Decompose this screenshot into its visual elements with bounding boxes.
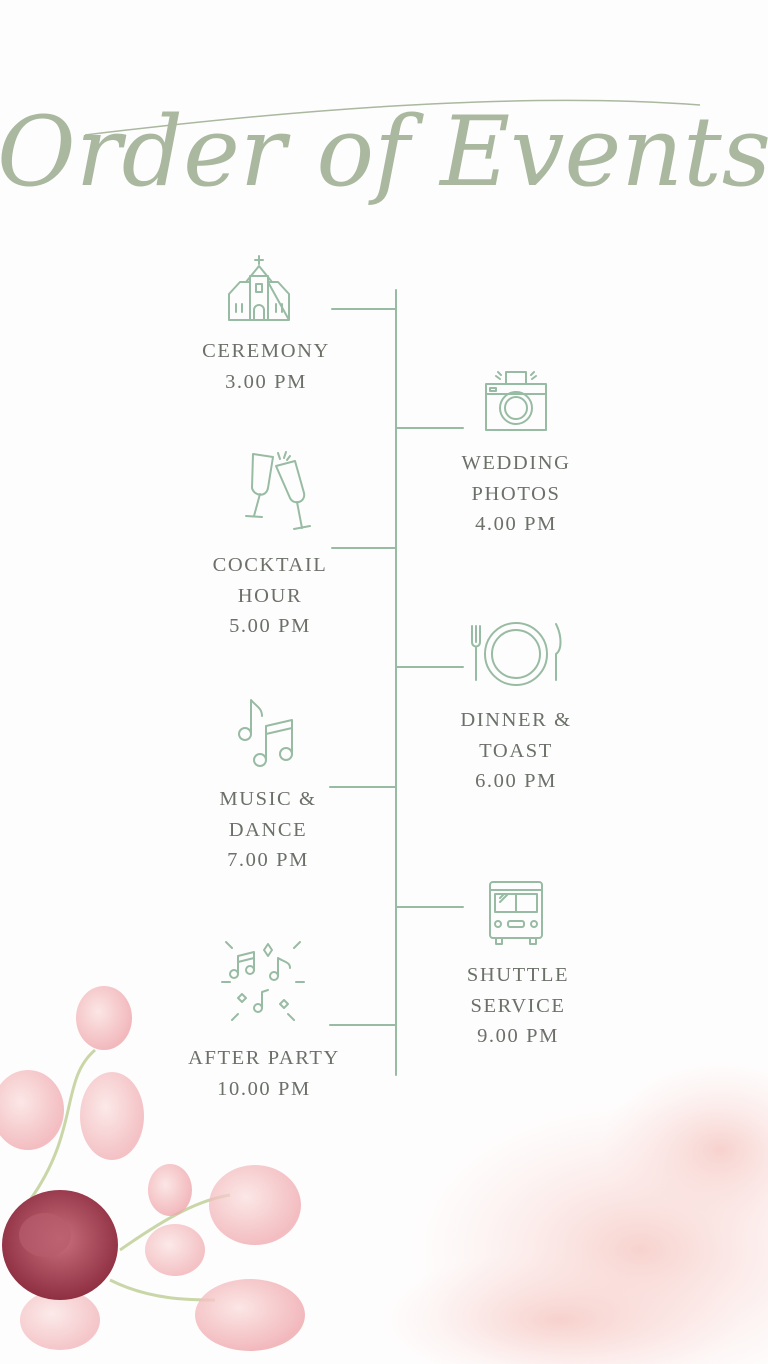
- event-label: WEDDING PHOTOS: [461, 452, 571, 505]
- event-time: 10.00 PM: [217, 1077, 311, 1100]
- event-time: 7.00 PM: [227, 849, 309, 871]
- page-title: Order of Events: [0, 60, 768, 230]
- event-label: MUSIC & DANCE: [219, 788, 317, 841]
- event-music-dance: MUSIC & DANCE 7.00 PM: [158, 784, 378, 876]
- event-label: DINNER & TOAST: [460, 709, 572, 762]
- plate-cutlery-icon: [468, 620, 564, 686]
- event-label: SHUTTLE SERVICE: [466, 964, 570, 1017]
- event-time: 9.00 PM: [477, 1025, 559, 1047]
- church-icon: [226, 254, 292, 322]
- camera-icon: [484, 370, 548, 432]
- event-time: 3.00 PM: [225, 370, 307, 393]
- svg-text:Order of Events: Order of Events: [0, 96, 768, 208]
- bus-icon: [488, 880, 544, 946]
- event-wedding-photos: WEDDING PHOTOS 4.00 PM: [406, 448, 626, 540]
- event-cocktail-hour: COCKTAIL HOUR 5.00 PM: [160, 550, 380, 642]
- champagne-glasses-icon: [240, 448, 311, 534]
- event-time: 5.00 PM: [229, 615, 311, 637]
- event-label: COCKTAIL HOUR: [212, 554, 328, 607]
- music-notes-icon: [236, 696, 298, 768]
- event-label: AFTER PARTY: [188, 1047, 340, 1069]
- event-time: 6.00 PM: [475, 770, 557, 792]
- event-shuttle-service: SHUTTLE SERVICE 9.00 PM: [408, 960, 628, 1052]
- event-dinner-toast: DINNER & TOAST 6.00 PM: [406, 705, 626, 797]
- event-time: 4.00 PM: [475, 513, 557, 535]
- party-music-icon: [220, 936, 306, 1026]
- event-ceremony: CEREMONY 3.00 PM: [156, 336, 376, 397]
- event-label: CEREMONY: [202, 340, 330, 362]
- event-after-party: AFTER PARTY 10.00 PM: [154, 1043, 374, 1104]
